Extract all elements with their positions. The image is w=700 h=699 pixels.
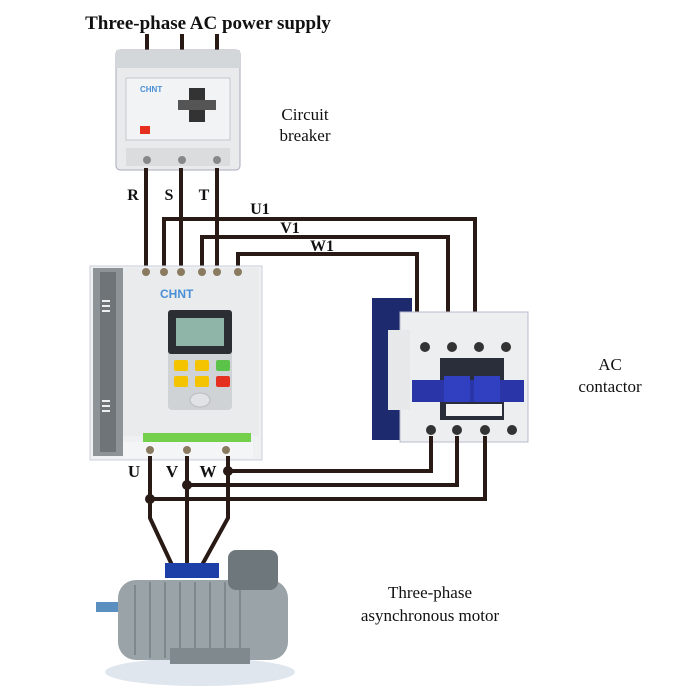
breaker-label-line2: breaker [280,126,331,145]
bypass-wires [162,217,477,326]
phase-u-label: U [128,462,140,481]
breaker-label-line1: Circuit [281,105,328,124]
terminal-box [165,563,219,578]
key-yellow-2 [174,376,188,387]
soft-starter: CHNT [89,265,263,461]
key-yellow [174,360,188,371]
key-down [195,376,209,387]
circuit-breaker: CHNT [115,49,241,171]
phase-t-label: T [199,187,210,204]
phase-w-label: W [200,462,217,481]
breaker-brand-logo: CHNT [140,85,162,94]
motor-label-line2: asynchronous motor [361,606,500,625]
key-stop [216,376,230,387]
three-phase-motor [96,550,295,686]
contactor-label-line1: AC [598,355,622,374]
phase-r-label: R [127,187,139,204]
starter-brand-logo: CHNT [160,287,194,301]
bypass-w1-label: W1 [310,238,334,255]
phase-v-label: V [166,462,179,481]
key-up [195,360,209,371]
bypass-v1-label: V1 [280,220,300,237]
phase-s-label: S [165,187,174,204]
key-run [216,360,230,371]
ac-contactor [372,298,529,443]
lcd-display [176,318,224,346]
supply-label: Three-phase AC power supply [85,13,331,34]
contactor-label-line2: contactor [578,377,642,396]
motor-label-line1: Three-phase [388,583,472,602]
bypass-u1-label: U1 [250,201,270,218]
output-wires [145,436,487,566]
